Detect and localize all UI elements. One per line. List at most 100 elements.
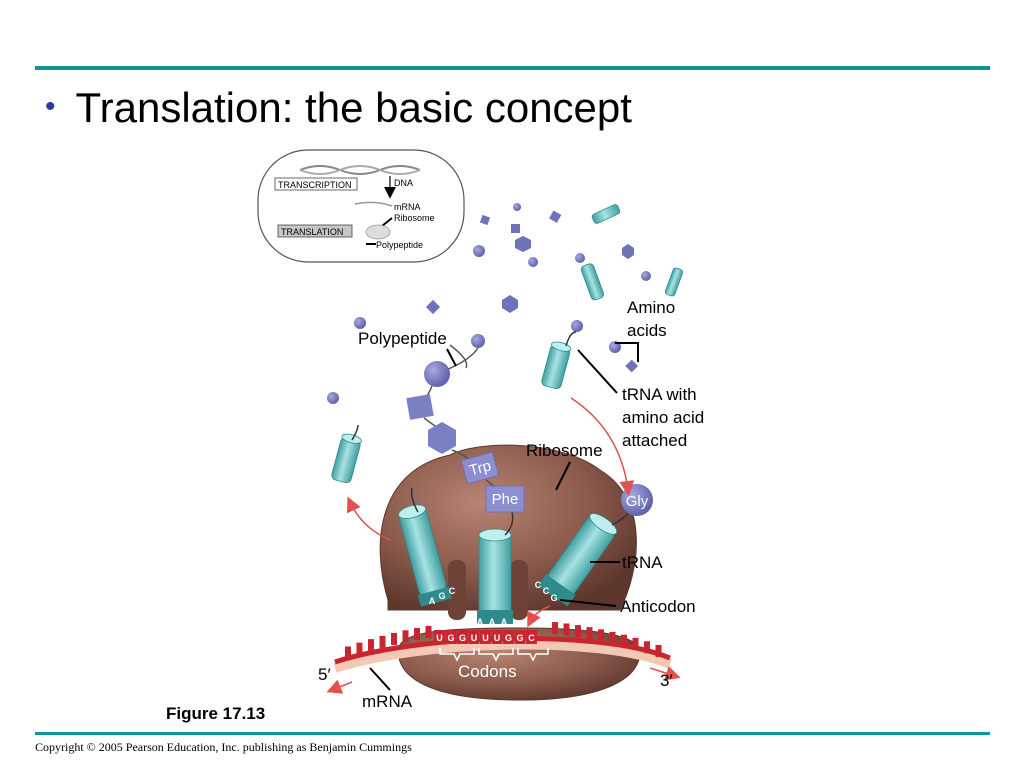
ribosome-a-site <box>510 560 528 620</box>
mrna-tooth <box>379 635 386 648</box>
mrna-tooth <box>552 622 558 635</box>
polypeptide-label: Polypeptide <box>358 329 447 348</box>
anticodon-right-letter: C <box>535 580 542 590</box>
mrna-backbone-light <box>333 639 672 673</box>
mrna-tooth <box>345 646 351 659</box>
mrna-leader <box>369 667 391 691</box>
amino-acid-ball <box>513 203 521 211</box>
five-prime-label: 5′ <box>318 665 331 684</box>
trna-aa-label-line3: attached <box>622 431 687 450</box>
inset-polypeptide-label: Polypeptide <box>376 240 423 250</box>
anticodon-label: Anticodon <box>620 597 696 616</box>
mrna-tooth <box>598 629 604 642</box>
title-text: Translation: the basic concept <box>75 84 632 131</box>
amino-acids-label-line2: acids <box>627 321 667 340</box>
anticodon-middle-letter: A <box>477 617 484 627</box>
free-trna <box>664 267 684 297</box>
codon-brace <box>439 648 475 662</box>
amino-acids-leader <box>615 342 639 362</box>
free-trnas <box>331 204 684 484</box>
polypeptide-chain: Trp Phe Gly <box>406 334 653 516</box>
trna-right <box>538 513 618 607</box>
mrna-base-box <box>457 630 468 644</box>
mrna-tooth <box>414 627 420 640</box>
mrna-bases-teeth <box>345 622 662 659</box>
mrna-base-box <box>526 630 537 644</box>
inset-ribosome-label: Ribosome <box>394 213 435 223</box>
mrna-base-letter: G <box>459 633 466 643</box>
bottom-divider <box>35 732 990 735</box>
chain-residue-ball <box>471 334 485 348</box>
mrna-tooth <box>368 639 374 652</box>
ribosome-e-site <box>448 560 466 620</box>
inset-transcription-box <box>274 177 358 191</box>
anticodon-left-letter: C <box>449 586 456 596</box>
incoming-trna-arrow <box>570 397 635 496</box>
amino-acid-hex <box>622 244 634 259</box>
exiting-trna-arm <box>351 424 359 441</box>
inset-translation-box <box>277 224 353 238</box>
inset-dna-label: DNA <box>394 178 413 188</box>
overview-inset: DNA TRANSCRIPTION mRNA Ribosome TRANSLAT… <box>257 149 465 263</box>
amino-acids-label-line1: Amino <box>627 298 675 317</box>
inset-translation-label: TRANSLATION <box>281 227 343 237</box>
mrna-base-letter: U <box>482 633 489 643</box>
exiting-trna-arrow <box>346 496 391 541</box>
mrna-tooth <box>586 627 593 640</box>
codon-brace <box>517 648 549 662</box>
trna-aa-leader <box>577 349 618 394</box>
amino-acid-cube <box>625 359 639 373</box>
phe-residue <box>485 485 525 513</box>
amino-acid-hex <box>502 295 518 313</box>
mrna-base-letter: U <box>494 633 501 643</box>
amino-acid-ball <box>327 392 339 404</box>
inset-transcription-label: TRANSCRIPTION <box>278 180 352 190</box>
mrna-base-letter: G <box>447 633 454 643</box>
inset-mrna-line <box>354 201 393 207</box>
amino-acid-ball <box>641 271 651 281</box>
ribosome-leader <box>555 461 571 491</box>
amino-acid-cube <box>425 299 441 315</box>
copyright-text: Copyright © 2005 Pearson Education, Inc.… <box>35 740 412 754</box>
mrna-base-box <box>491 630 503 644</box>
anticodon-middle-letter: A <box>489 617 496 627</box>
inset-ribosome-shape <box>365 224 391 240</box>
mrna-tooth <box>575 625 581 638</box>
inset-dna-strand-2 <box>299 165 421 175</box>
mrna-label: mRNA <box>362 692 413 711</box>
mrna-base-letter: C <box>528 633 535 643</box>
amino-acid-cube <box>511 224 520 233</box>
mrna-base-letter: G <box>516 633 523 643</box>
trp-residue: Trp <box>460 451 500 485</box>
amino-acid-ball <box>571 320 583 332</box>
mrna-base-box <box>503 630 514 644</box>
title-bullet: • <box>45 90 56 123</box>
anticodon-right: CCG <box>535 580 558 603</box>
mrna-base-box <box>445 630 457 644</box>
mrna-tooth <box>632 637 639 650</box>
anticodon-left-letter: A <box>429 596 436 606</box>
amino-acid-ball <box>528 257 538 267</box>
trna-aa-label-line1: tRNA with <box>622 385 697 404</box>
mrna-tooth <box>402 630 409 643</box>
free-trna <box>580 263 605 301</box>
amino-acid-hex <box>515 236 531 252</box>
mrna-direction-arrow-right <box>649 666 681 681</box>
mrna-base-letter: U <box>436 633 443 643</box>
anticodon-leader <box>559 599 617 607</box>
trna-middle-arm <box>504 511 514 536</box>
chain-link <box>449 344 468 369</box>
trp-label: Trp <box>467 457 493 479</box>
pairing-arrow <box>527 605 551 628</box>
mrna-tooth <box>644 641 650 654</box>
anticodon-right-letter: G <box>550 593 557 603</box>
codon-brace <box>478 648 514 662</box>
trna-middle <box>477 528 513 624</box>
inset-mrna-label: mRNA <box>394 202 421 212</box>
free-amino-acids <box>327 203 651 404</box>
mrna-base-box <box>468 630 480 644</box>
codon-braces <box>439 648 549 662</box>
exiting-trna <box>331 433 362 484</box>
polypeptide-leader <box>446 348 457 367</box>
